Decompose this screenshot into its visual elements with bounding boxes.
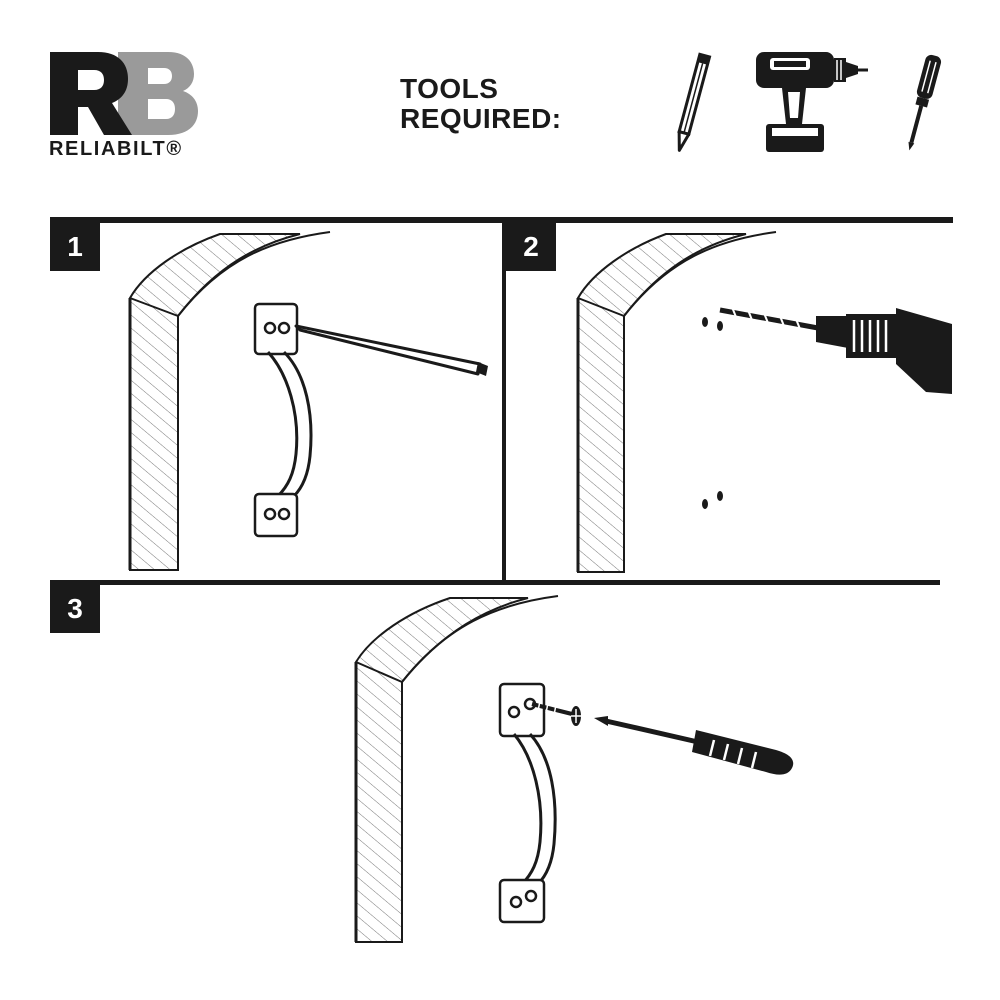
vertical-divider <box>502 217 506 583</box>
step-3-illustration <box>326 590 806 951</box>
tools-required-title: TOOLS REQUIRED: <box>400 74 620 134</box>
tools-title-line2: REQUIRED: <box>400 103 562 134</box>
door-pull-handle <box>253 302 313 538</box>
pencil-icon <box>672 50 712 161</box>
door-frame-edge <box>576 231 777 573</box>
step-2-illustration <box>548 224 952 583</box>
step-3-badge: 3 <box>50 585 100 633</box>
step-1-badge: 1 <box>50 223 100 271</box>
rb-monogram-icon <box>50 52 198 135</box>
screwdriver-icon <box>902 50 942 161</box>
pilot-holes <box>702 317 723 509</box>
top-divider <box>50 217 953 223</box>
door-frame-edge <box>354 595 559 943</box>
brand-name: RELIABILT® <box>49 138 183 160</box>
wood-screw <box>531 700 581 726</box>
reliabilt-logo: RELIABILT® <box>48 50 218 162</box>
screwdriver <box>594 716 794 775</box>
step-2-badge: 2 <box>506 223 556 271</box>
tools-title-line1: TOOLS <box>400 73 499 104</box>
door-pull-handle <box>498 682 557 924</box>
cordless-drill-icon <box>752 48 872 161</box>
marking-pencil <box>294 324 488 376</box>
door-frame-edge <box>128 231 331 571</box>
drill-bit-and-chuck <box>719 306 952 394</box>
step-1-illustration <box>100 224 500 581</box>
middle-divider <box>50 580 940 585</box>
